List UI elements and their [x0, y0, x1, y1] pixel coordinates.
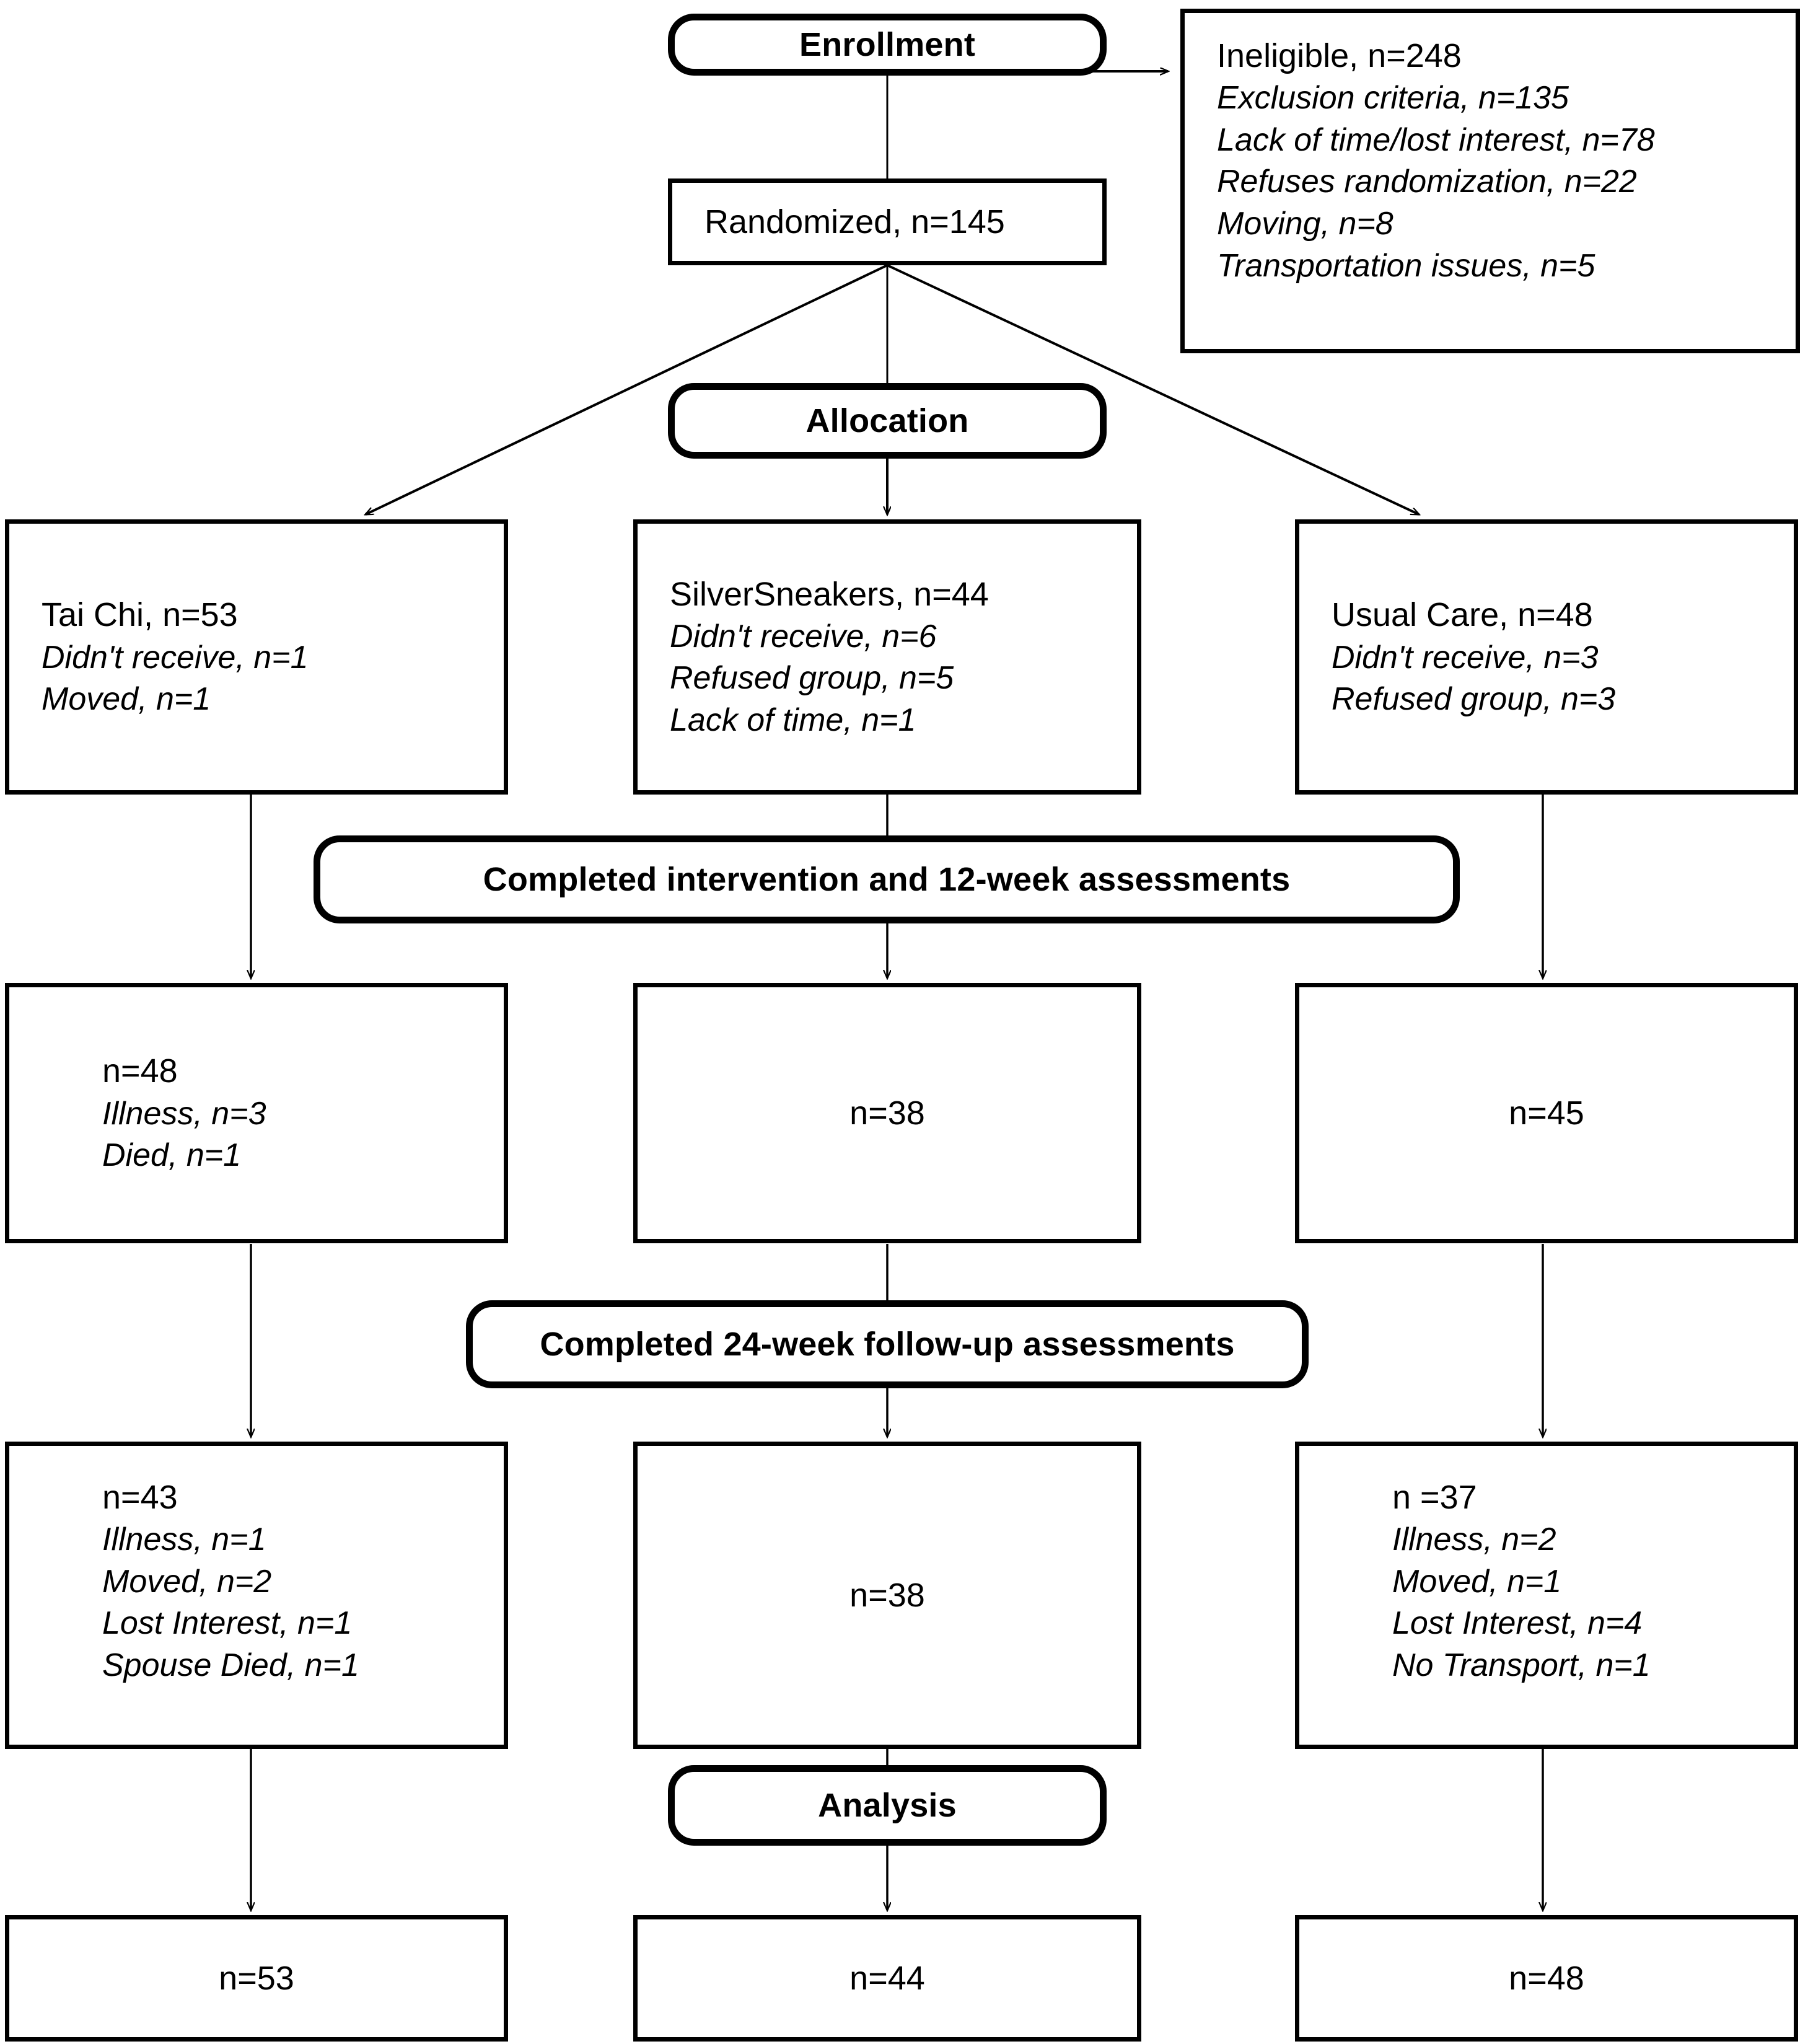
dropout-note: Died, n=1	[102, 1137, 242, 1174]
ineligible-reason: Exclusion criteria, n=135	[1217, 80, 1569, 117]
stage-label-analysis: Analysis	[818, 1787, 957, 1824]
dropout-note: Spouse Died, n=1	[102, 1647, 359, 1683]
dropout-note: Illness, n=2	[1392, 1522, 1556, 1558]
randomized-label: Randomized, n=145	[704, 203, 1005, 240]
count-label: n=44	[849, 1959, 925, 1997]
stage-label-24week: Completed 24-week follow-up assessments	[540, 1326, 1235, 1363]
analysis-box-taichi: n=53	[5, 1915, 508, 2042]
dropout-note: Illness, n=3	[102, 1095, 266, 1132]
allocation-box-silversneakers: SilverSneakers, n=44 Didn't receive, n=6…	[633, 519, 1141, 795]
group-label: Tai Chi, n=53	[42, 596, 238, 634]
group-note: Refused group, n=3	[1332, 681, 1616, 718]
group-note: Lack of time, n=1	[670, 702, 916, 738]
ineligible-heading: Ineligible, n=248	[1217, 37, 1462, 74]
ineligible-reason: Moving, n=8	[1217, 205, 1393, 242]
stage-banner-enrollment: Enrollment	[668, 14, 1107, 76]
twelve-week-box-usualcare: n=45	[1295, 983, 1798, 1243]
twentyfour-week-box-silversneakers: n=38	[633, 1442, 1141, 1749]
count-label: n=53	[219, 1959, 294, 1997]
allocation-box-taichi: Tai Chi, n=53 Didn't receive, n=1 Moved,…	[5, 519, 508, 795]
dropout-note: Moved, n=1	[1392, 1563, 1562, 1600]
count-label: n =37	[1392, 1479, 1477, 1516]
group-note: Didn't receive, n=6	[670, 618, 937, 654]
count-label: n=38	[849, 1094, 925, 1132]
ineligible-reason: Lack of time/lost interest, n=78	[1217, 121, 1655, 158]
dropout-note: No Transport, n=1	[1392, 1647, 1651, 1683]
stage-banner-analysis: Analysis	[668, 1765, 1107, 1846]
analysis-box-silversneakers: n=44	[633, 1915, 1141, 2042]
dropout-note: Lost Interest, n=4	[1392, 1605, 1643, 1642]
group-note: Refused group, n=5	[670, 660, 954, 697]
randomized-box: Randomized, n=145	[668, 178, 1107, 265]
dropout-note: Illness, n=1	[102, 1522, 266, 1558]
twelve-week-box-taichi: n=48 Illness, n=3 Died, n=1	[5, 983, 508, 1243]
twentyfour-week-box-usualcare: n =37 Illness, n=2 Moved, n=1 Lost Inter…	[1295, 1442, 1798, 1749]
group-label: SilverSneakers, n=44	[670, 575, 989, 613]
stage-banner-allocation: Allocation	[668, 383, 1107, 459]
group-note: Didn't receive, n=3	[1332, 639, 1599, 676]
ineligible-reason: Refuses randomization, n=22	[1217, 164, 1637, 200]
allocation-box-usualcare: Usual Care, n=48 Didn't receive, n=3 Ref…	[1295, 519, 1798, 795]
count-label: n=48	[1509, 1959, 1584, 1997]
count-label: n=45	[1509, 1094, 1584, 1132]
ineligible-box: Ineligible, n=248 Exclusion criteria, n=…	[1180, 9, 1800, 353]
stage-banner-24week: Completed 24-week follow-up assessments	[466, 1300, 1309, 1388]
twentyfour-week-box-taichi: n=43 Illness, n=1 Moved, n=2 Lost Intere…	[5, 1442, 508, 1749]
group-note: Moved, n=1	[42, 681, 211, 718]
stage-label-allocation: Allocation	[805, 402, 969, 439]
twelve-week-box-silversneakers: n=38	[633, 983, 1141, 1243]
group-note: Didn't receive, n=1	[42, 639, 309, 676]
dropout-note: Moved, n=2	[102, 1563, 272, 1600]
stage-banner-12week: Completed intervention and 12-week asses…	[314, 835, 1460, 923]
ineligible-reason: Transportation issues, n=5	[1217, 247, 1595, 284]
count-label: n=38	[849, 1576, 925, 1614]
group-label: Usual Care, n=48	[1332, 596, 1593, 634]
count-label: n=43	[102, 1479, 178, 1516]
stage-label-enrollment: Enrollment	[799, 26, 976, 63]
count-label: n=48	[102, 1052, 178, 1090]
stage-label-12week: Completed intervention and 12-week asses…	[483, 861, 1291, 898]
dropout-note: Lost Interest, n=1	[102, 1605, 353, 1642]
analysis-box-usualcare: n=48	[1295, 1915, 1798, 2042]
